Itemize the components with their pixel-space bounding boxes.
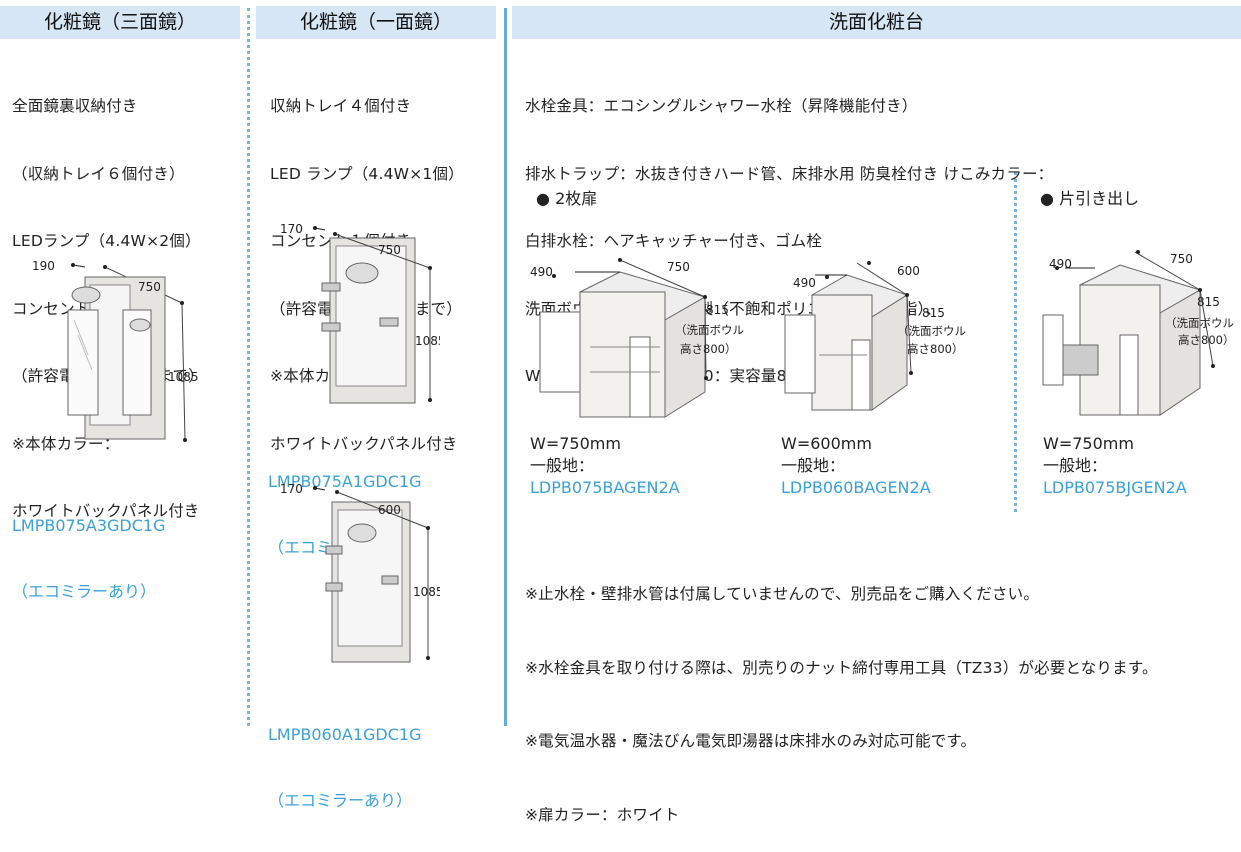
dim-width: 750: [378, 243, 401, 257]
vanity-drawing-600-door: 490 600 815 （洗面ボウル 高さ800）: [784, 261, 966, 411]
type-drawer: ● 片引き出し: [1040, 189, 1140, 208]
separator-left: [247, 8, 250, 726]
dim-height: 815: [1197, 295, 1220, 309]
dim-width: 600: [378, 503, 401, 517]
svg-text:（洗面ボウル: （洗面ボウル: [675, 323, 744, 337]
dim-height: 1085: [413, 585, 440, 599]
vanity-product-2: W=600mm 一般地： LDPB060BAGEN2A: [781, 434, 931, 497]
svg-text:（洗面ボウル: （洗面ボウル: [1165, 316, 1234, 330]
type-two-door: ● 2枚扉: [536, 189, 598, 208]
dim-height: 1085: [415, 334, 440, 348]
separator-vanity: [1014, 172, 1017, 512]
mirror3-model: LMPB075A3GDC1G （エコミラーあり）: [12, 516, 166, 601]
svg-text:（洗面ボウル: （洗面ボウル: [897, 324, 966, 338]
header-vanity: 洗面化粧台: [512, 6, 1241, 39]
dim-width: 750: [1170, 252, 1193, 266]
svg-text:高さ800）: 高さ800）: [907, 342, 963, 356]
vanity-drawing-750-door: 490 750 815 （洗面ボウル 高さ800）: [530, 258, 744, 418]
header-mirror3: 化粧鏡（三面鏡）: [0, 6, 240, 39]
mirror1-drawing-600: 170 600 1085: [280, 482, 440, 663]
dim-depth: 170: [280, 222, 303, 236]
dim-depth: 170: [280, 482, 303, 496]
dim-depth: 490: [1049, 257, 1072, 271]
separator-right: [504, 8, 507, 726]
dim-height: 1085: [168, 370, 199, 384]
dim-height: 815: [706, 303, 729, 317]
bullet-icon: ●: [1040, 189, 1054, 208]
dim-width: 600: [897, 264, 920, 278]
dim-width: 750: [138, 280, 161, 294]
vanity-notes: ※止水栓・壁排水管は付属していませんので、別売品をご購入ください。 ※水栓金具を…: [525, 585, 1158, 824]
mirror1-drawing-750: 170 750 1085: [280, 222, 440, 404]
dim-depth: 190: [32, 259, 55, 273]
dim-height: 815: [922, 306, 945, 320]
dim-depth: 490: [793, 276, 816, 290]
header-mirror1: 化粧鏡（一面鏡）: [256, 6, 496, 39]
mirror1-model-600: LMPB060A1GDC1G （エコミラーあり）: [268, 725, 422, 810]
bullet-icon: ●: [536, 189, 550, 208]
vanity-product-3: W=750mm 一般地： LDPB075BJGEN2A: [1043, 434, 1187, 497]
dim-width: 750: [667, 260, 690, 274]
vanity-drawing-750-drawer: 490 750 815 （洗面ボウル 高さ800）: [1042, 250, 1234, 416]
vanity-product-1: W=750mm 一般地： LDPB075BAGEN2A: [530, 434, 680, 497]
mirror3-drawing: 190 750 1085: [32, 259, 199, 442]
dim-depth: 490: [530, 265, 553, 279]
svg-text:高さ800）: 高さ800）: [680, 342, 736, 356]
svg-text:高さ800）: 高さ800）: [1178, 333, 1234, 347]
